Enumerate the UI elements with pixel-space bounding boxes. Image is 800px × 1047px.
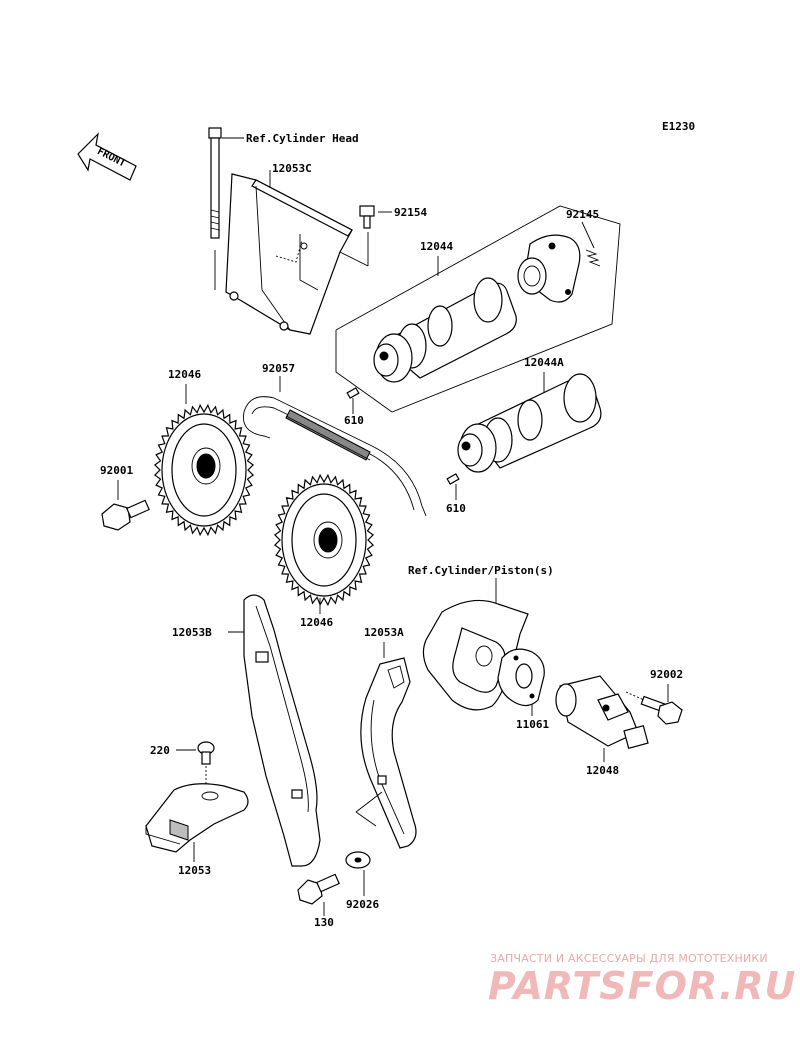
label-12046-bottom: 12046	[300, 616, 333, 629]
cam-sprocket-12046-bottom	[273, 473, 375, 607]
bolt-92001	[101, 499, 150, 531]
cylinder-head-bolt	[208, 127, 222, 290]
chain-tensioner-12048	[555, 675, 649, 750]
label-92057: 92057	[262, 362, 295, 375]
label-12046-top: 12046	[168, 368, 201, 381]
label-12053B: 12053B	[172, 626, 212, 639]
front-arrow-icon: FRONT	[77, 132, 137, 181]
label-12053A: 12053A	[364, 626, 404, 639]
diagram-code: E1230	[662, 120, 695, 133]
camshaft-group-outline	[335, 205, 621, 413]
label-12048: 12048	[586, 764, 619, 777]
bolt-92002	[640, 695, 683, 725]
label-610-bottom: 610	[446, 502, 466, 515]
cam-chain-92057	[242, 396, 427, 517]
label-12053: 12053	[178, 864, 211, 877]
washer-92026	[345, 851, 371, 869]
cam-sprocket-12046-top	[153, 403, 255, 537]
decompressor-assembly	[517, 234, 581, 303]
bolt-130	[297, 873, 340, 905]
bolt-92154	[359, 205, 375, 229]
label-610-top: 610	[344, 414, 364, 427]
screw-220	[197, 741, 215, 765]
spring-92145	[585, 249, 601, 267]
camshaft-12044A	[457, 373, 602, 473]
gasket-11061	[497, 648, 545, 707]
chain-guide-bracket-12053C	[225, 173, 353, 335]
label-11061: 11061	[516, 718, 549, 731]
dowel-pin-610-top	[346, 387, 360, 399]
chain-guide-12053A	[360, 657, 417, 849]
dowel-pin-610-bottom	[446, 473, 460, 485]
label-92001: 92001	[100, 464, 133, 477]
watermark-logo: PARTSFOR.RU	[488, 964, 797, 1008]
chain-guide-12053B	[243, 594, 321, 867]
label-92145: 92145	[566, 208, 599, 221]
label-220: 220	[150, 744, 170, 757]
label-92154: 92154	[394, 206, 427, 219]
label-130: 130	[314, 916, 334, 929]
chain-guide-12053	[145, 783, 249, 853]
label-92002: 92002	[650, 668, 683, 681]
ref-cylinder-piston-label: Ref.Cylinder/Piston(s)	[408, 564, 554, 577]
label-12053C: 12053C	[272, 162, 312, 175]
label-92026: 92026	[346, 898, 379, 911]
label-12044A: 12044A	[524, 356, 564, 369]
camshaft-12044	[373, 277, 517, 383]
watermark-tagline: ЗАПЧАСТИ И АКСЕССУАРЫ ДЛЯ МОТОТЕХНИКИ	[490, 952, 768, 965]
label-12044: 12044	[420, 240, 453, 253]
ref-cylinder-head-label: Ref.Cylinder Head	[246, 132, 359, 145]
